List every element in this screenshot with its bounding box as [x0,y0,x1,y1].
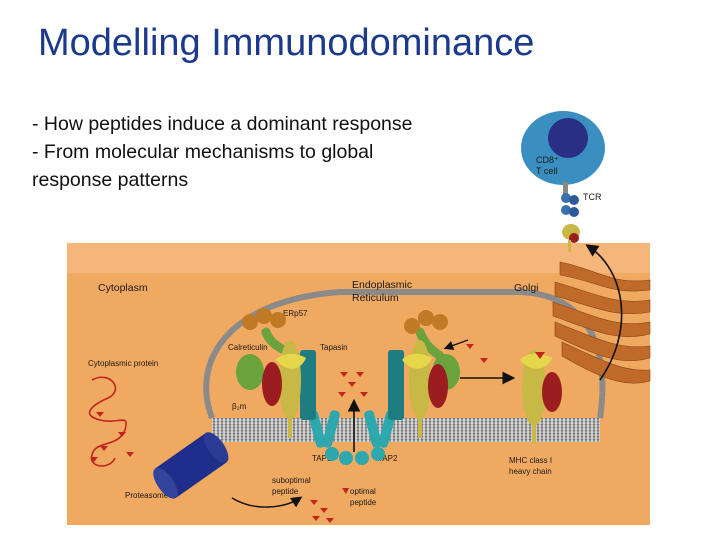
mhc-label-1: MHC class I [509,456,552,465]
peptide-exchange-arrow [443,339,469,351]
er-membrane [203,289,606,420]
bullet-list: - How peptides induce a dominant respons… [32,110,412,194]
cd8-t-cell: CD8⁺ T cell TCR [521,111,605,252]
cytoplasm-label: Cytoplasm [98,282,148,294]
peptide-loading-complex-right [388,310,460,438]
er-membrane-bilayer [212,418,600,442]
tapasin-label: Tapasin [320,343,348,352]
optimal-label-2: peptide [350,498,377,507]
peptide-loading-complex-left [236,308,316,438]
proteasome-arrow [231,496,303,508]
cd8-label: CD8⁺ [536,155,559,165]
presentation-arrow [585,244,623,381]
slide-title: Modelling Immunodominance [38,22,535,64]
calreticulin-label: Calreticulin [228,343,268,352]
bullet-item: response patterns [32,169,189,191]
er-label-line2: Reticulum [352,292,399,304]
er-label-line1: Endoplasmic [352,279,412,291]
golgi-label: Golgi [514,282,539,294]
tap1-label: TAP1 [312,454,332,463]
suboptimal-label-2: peptide [272,487,299,496]
cytoplasmic-protein-label: Cytoplasmic protein [88,359,158,368]
t-cell-nucleus [548,118,588,158]
peptides-er-lumen [338,344,488,397]
peptide-pool [310,488,349,523]
t-cell-label: T cell [536,166,557,176]
proteasome-label: Proteasome [125,491,169,500]
golgi-stacks [552,261,651,384]
bullet-item: - How peptides induce a dominant respons… [32,113,413,135]
mhc-class-i-loaded [520,350,562,444]
suboptimal-label-1: suboptimal [272,476,311,485]
bullet-item: - From molecular mechanisms to global [32,141,374,163]
tap2-label: TAP2 [378,454,398,463]
b2m-label: β₂m [232,402,247,411]
proteasome [153,432,229,499]
optimal-label-1: optimal [350,487,376,496]
erp57-label: ERp57 [283,309,308,318]
mhc-label-2: heavy chain [509,467,552,476]
peptide-fragments-cytoplasm [90,412,134,462]
tcr-label: TCR [583,192,602,202]
